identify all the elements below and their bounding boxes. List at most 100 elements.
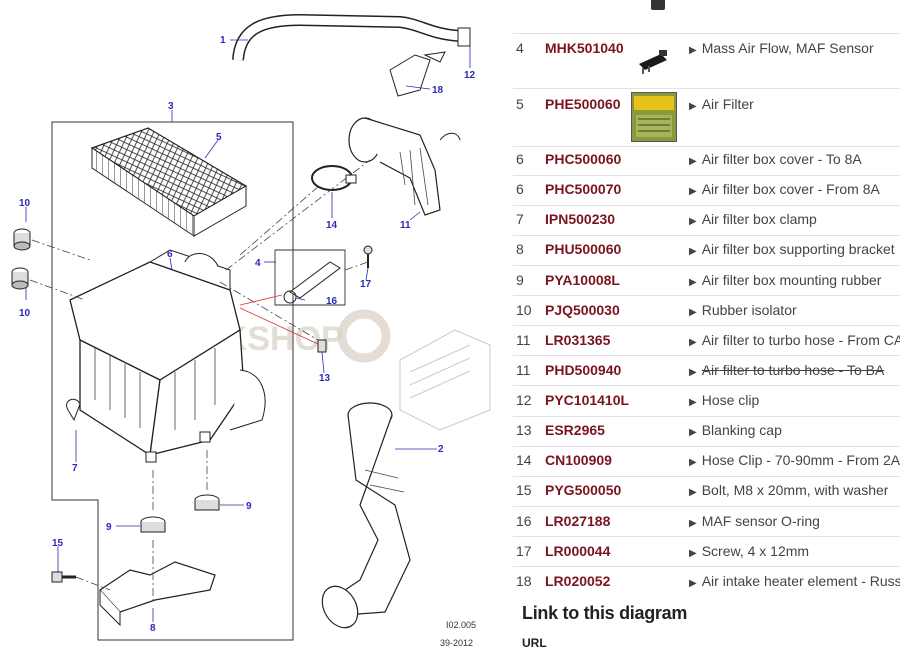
row-divider-top bbox=[513, 33, 900, 34]
part-number-link[interactable]: MHK501040 bbox=[545, 40, 624, 56]
table-row[interactable]: 8 PHU500060 ▶Air filter box supporting b… bbox=[513, 235, 900, 266]
part-number-link[interactable]: LR000044 bbox=[545, 543, 611, 559]
box-clamp bbox=[66, 398, 81, 422]
item-number: 8 bbox=[516, 241, 524, 257]
table-row[interactable]: 18 LR020052 ▶Air intake heater element -… bbox=[513, 566, 900, 596]
part-description-link[interactable]: ▶Screw, 4 x 12mm bbox=[689, 543, 810, 559]
expand-arrow-icon: ▶ bbox=[689, 186, 697, 197]
group-outline-3 bbox=[51, 121, 294, 641]
part-number-link[interactable]: PHE500060 bbox=[545, 96, 621, 112]
expand-arrow-icon: ▶ bbox=[689, 307, 697, 318]
item-number: 18 bbox=[516, 573, 532, 589]
rubber-isolators bbox=[11, 228, 31, 290]
part-description-link[interactable]: ▶Air filter box cover - To 8A bbox=[689, 151, 862, 167]
part-number-link[interactable]: PYA10008L bbox=[545, 272, 620, 288]
mounting-rubbers bbox=[140, 494, 220, 533]
table-row[interactable]: 16 LR027188 ▶MAF sensor O-ring bbox=[513, 506, 900, 537]
part-description-link[interactable]: ▶Blanking cap bbox=[689, 422, 782, 438]
air-filter-element bbox=[90, 127, 248, 237]
blanking-cap bbox=[317, 339, 327, 353]
item-number: 6 bbox=[516, 151, 524, 167]
expand-arrow-icon: ▶ bbox=[689, 216, 697, 227]
expand-arrow-icon: ▶ bbox=[689, 337, 697, 348]
part-number-link[interactable]: PHU500060 bbox=[545, 241, 622, 257]
part-number-link[interactable]: PHD500940 bbox=[545, 362, 622, 378]
inlet-duct-faded bbox=[399, 329, 491, 431]
part-number-link[interactable]: ESR2965 bbox=[545, 422, 605, 438]
part-description-link[interactable]: ▶Air filter box supporting bracket bbox=[689, 241, 895, 257]
table-row[interactable]: 15 PYG500050 ▶Bolt, M8 x 20mm, with wash… bbox=[513, 476, 900, 507]
callout-8: 8 bbox=[150, 623, 156, 634]
part-description-link[interactable]: ▶Rubber isolator bbox=[689, 302, 797, 318]
intake-hose bbox=[321, 402, 411, 629]
part-number-link[interactable]: PYC101410L bbox=[545, 392, 630, 408]
item-number: 12 bbox=[516, 392, 532, 408]
expand-arrow-icon: ▶ bbox=[689, 277, 697, 288]
item-number: 10 bbox=[516, 302, 532, 318]
part-description-link[interactable]: ▶Air filter to turbo hose - From CA bbox=[689, 332, 900, 348]
item-number: 11 bbox=[516, 362, 531, 378]
part-description-link[interactable]: ▶Hose clip bbox=[689, 392, 760, 408]
part-description-link[interactable]: ▶Bolt, M8 x 20mm, with washer bbox=[689, 482, 889, 498]
red-guide-lines bbox=[239, 294, 319, 345]
air-filter-box bbox=[69, 249, 266, 463]
part-description-link[interactable]: ▶Hose Clip - 70-90mm - From 2A bbox=[689, 452, 900, 468]
callout-10a: 10 bbox=[19, 198, 31, 209]
callout-11: 11 bbox=[400, 220, 411, 231]
part-description-link[interactable]: ▶Mass Air Flow, MAF Sensor bbox=[689, 40, 874, 56]
parts-list: 4 MHK501040 ▶Mass Air Flow, MAF Sensor 5… bbox=[505, 0, 900, 649]
item-number: 17 bbox=[516, 543, 532, 559]
part-description-link[interactable]: ▶Air intake heater element - Russi bbox=[689, 573, 900, 589]
diagram-svg: LRWORKSHOP bbox=[11, 13, 491, 648]
screw bbox=[363, 245, 373, 268]
turbo-hose bbox=[348, 117, 461, 216]
table-row[interactable]: 12 PYC101410L ▶Hose clip bbox=[513, 385, 900, 417]
table-row[interactable]: 6 PHC500070 ▶Air filter box cover - From… bbox=[513, 175, 900, 206]
expand-arrow-icon: ▶ bbox=[689, 45, 697, 56]
part-number-link[interactable]: CN100909 bbox=[545, 452, 612, 468]
part-number-link[interactable]: PJQ500030 bbox=[545, 302, 620, 318]
table-row[interactable]: 11 LR031365 ▶Air filter to turbo hose - … bbox=[513, 325, 900, 356]
item-number: 4 bbox=[516, 40, 524, 56]
part-number-link[interactable]: PHC500060 bbox=[545, 151, 622, 167]
table-row[interactable]: 7 IPN500230 ▶Air filter box clamp bbox=[513, 205, 900, 236]
part-description-link[interactable]: ▶Air filter box cover - From 8A bbox=[689, 181, 880, 197]
part-number-link[interactable]: PHC500070 bbox=[545, 181, 622, 197]
part-description-link[interactable]: ▶Air Filter bbox=[689, 96, 754, 112]
table-row[interactable]: 5 PHE500060 ▶Air Filter bbox=[513, 88, 900, 147]
table-row[interactable]: 10 PJQ500030 ▶Rubber isolator bbox=[513, 295, 900, 326]
part-number-link[interactable]: LR027188 bbox=[545, 513, 611, 529]
table-row-superseded[interactable]: 11 PHD500940 ▶Air filter to turbo hose -… bbox=[513, 355, 900, 386]
part-description-link[interactable]: ▶MAF sensor O-ring bbox=[689, 513, 820, 529]
item-number: 7 bbox=[516, 211, 524, 227]
callout-12: 12 bbox=[464, 70, 476, 81]
table-row[interactable]: 6 PHC500060 ▶Air filter box cover - To 8… bbox=[513, 146, 900, 176]
callout-5: 5 bbox=[216, 132, 222, 143]
callout-13: 13 bbox=[319, 373, 331, 384]
table-row[interactable]: 13 ESR2965 ▶Blanking cap bbox=[513, 416, 900, 447]
callout-4: 4 bbox=[255, 258, 261, 269]
part-number-link[interactable]: IPN500230 bbox=[545, 211, 616, 227]
part-description-link[interactable]: ▶Air filter to turbo hose - To BA bbox=[689, 362, 885, 378]
table-row[interactable]: 14 CN100909 ▶Hose Clip - 70-90mm - From … bbox=[513, 446, 900, 477]
table-row[interactable]: 9 PYA10008L ▶Air filter box mounting rub… bbox=[513, 265, 900, 296]
part-number-link[interactable]: LR031365 bbox=[545, 332, 611, 348]
item-number: 13 bbox=[516, 422, 532, 438]
table-row[interactable]: 17 LR000044 ▶Screw, 4 x 12mm bbox=[513, 536, 900, 567]
expand-arrow-icon: ▶ bbox=[689, 156, 697, 167]
part-description-link[interactable]: ▶Air filter box clamp bbox=[689, 211, 817, 227]
parts-diagram: LRWORKSHOP bbox=[11, 13, 491, 648]
part-description-link[interactable]: ▶Air filter box mounting rubber bbox=[689, 272, 882, 288]
callout-17: 17 bbox=[360, 279, 372, 290]
part-number-link[interactable]: LR020052 bbox=[545, 573, 611, 589]
callout-9a: 9 bbox=[106, 522, 112, 533]
expand-arrow-icon: ▶ bbox=[689, 548, 697, 559]
item-number: 11 bbox=[516, 332, 531, 348]
maf-sensor-thumbnail[interactable] bbox=[631, 40, 675, 84]
part-number-link[interactable]: PYG500050 bbox=[545, 482, 622, 498]
link-section-title: Link to this diagram bbox=[522, 603, 688, 623]
callout-leaders bbox=[25, 39, 471, 622]
expand-arrow-icon: ▶ bbox=[689, 397, 697, 408]
air-filter-thumbnail[interactable] bbox=[631, 92, 677, 142]
table-row[interactable]: 4 MHK501040 ▶Mass Air Flow, MAF Sensor bbox=[513, 34, 900, 89]
